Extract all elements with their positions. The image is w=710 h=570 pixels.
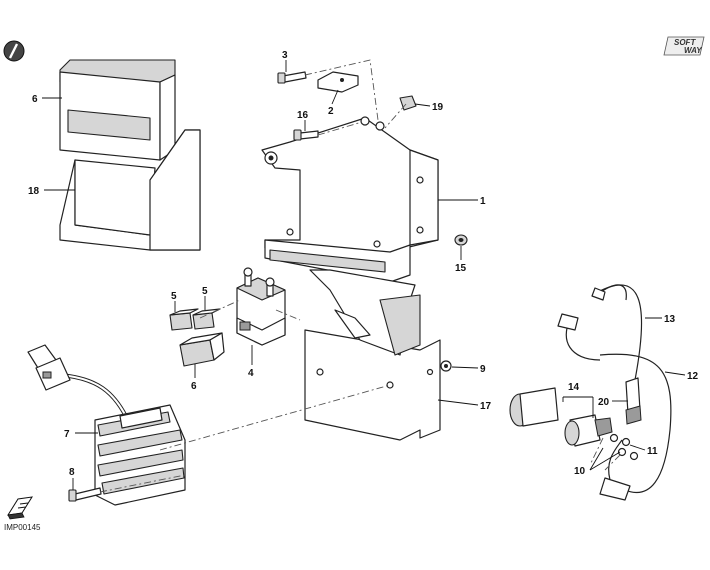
mounting-plate-part	[304, 269, 441, 441]
book-icon	[7, 496, 33, 520]
label-part-16: 15	[455, 263, 467, 274]
label-part-19: 18	[28, 186, 40, 197]
label-part-8: 7	[64, 429, 70, 440]
label-part-5a: 5	[171, 291, 177, 302]
label-part-18: 17	[480, 401, 492, 412]
battery-part	[59, 59, 176, 161]
fuse-5b-part	[192, 308, 221, 330]
fuse-5a-part	[169, 308, 199, 331]
label-part-14: 13	[664, 314, 676, 325]
main-bracket-part	[261, 117, 439, 283]
label-part-7: 6	[32, 94, 38, 105]
voltage-regulator-part	[27, 344, 186, 506]
drawing-code: IMP00145	[4, 523, 41, 532]
part-number-labels: 6 18 3 2 16 19 1 15 9 17 5 5 6 4 7 8 13 …	[28, 50, 699, 478]
label-part-10: 9	[480, 364, 486, 375]
ht-lead-13-part	[599, 353, 672, 501]
spark-plug-cap-21-part	[625, 377, 642, 425]
ignition-coil-15-part	[509, 387, 613, 447]
relay-part	[179, 332, 225, 367]
label-part-1: 1	[480, 196, 486, 207]
label-part-4: 4	[248, 368, 254, 379]
label-part-6: 6	[191, 381, 197, 392]
washers	[360, 116, 385, 131]
ht-lead-14-part	[557, 284, 643, 381]
leader-lines	[42, 60, 686, 490]
label-part-21: 20	[598, 397, 610, 408]
nuts-12-part	[609, 433, 639, 461]
grommet-16-part	[454, 234, 468, 246]
bolt-9-part	[68, 487, 102, 502]
softway-logo-line2: WAY	[684, 46, 702, 55]
bolt-17-part	[293, 129, 319, 141]
clip-part	[317, 71, 359, 93]
softway-logo-line1: SOFT	[674, 38, 696, 47]
battery-tray-part	[59, 129, 201, 251]
label-part-5b: 5	[202, 286, 208, 297]
label-part-20: 19	[432, 102, 444, 113]
label-part-13: 12	[687, 371, 699, 382]
label-part-3: 3	[282, 50, 288, 61]
softway-logo-icon: SOFT WAY	[663, 36, 705, 56]
washer-10-part	[440, 360, 452, 372]
label-part-12: 11	[647, 446, 658, 457]
label-part-9: 8	[69, 467, 75, 478]
label-part-11: 10	[574, 466, 586, 477]
relay-holder-part	[236, 267, 286, 346]
label-part-2: 2	[328, 106, 334, 117]
bolt-3-part	[277, 71, 307, 84]
assembly-lines	[99, 59, 621, 493]
label-part-17: 16	[297, 110, 309, 121]
spark-plug-cap-icon	[3, 40, 25, 62]
label-part-15: 14	[568, 382, 580, 393]
